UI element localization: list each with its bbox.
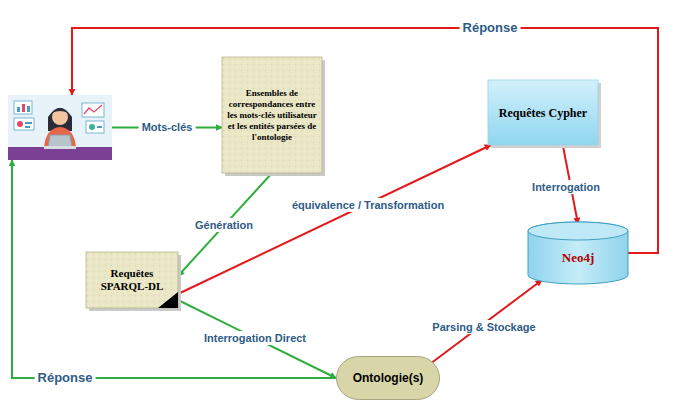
user-illustration: [8, 95, 112, 160]
node-text: Ontologie(s): [341, 371, 435, 385]
ellipse-fill: [337, 357, 440, 400]
edge-label: Réponse: [460, 21, 521, 35]
edge-label: Interrogation Direct: [201, 331, 309, 345]
edge-label: Réponse: [35, 371, 96, 385]
arrow-connector: [12, 160, 336, 378]
node-text: Neo4j: [533, 250, 623, 266]
query-box: Requêtes SPARQL-DL: [86, 252, 178, 308]
node-text: Requêtes Cypher: [493, 106, 593, 120]
arrow-connector: [430, 280, 542, 364]
query-box: Requêtes Cypher: [488, 80, 598, 145]
corner-triangle: [158, 292, 178, 308]
edge-label: Génération: [192, 218, 256, 232]
paper-fill: [222, 57, 322, 173]
user-drawing: [8, 95, 112, 160]
arrow-connector: [178, 300, 336, 378]
edge-label: Mots-clés: [139, 120, 196, 134]
edge-label: Parsing & Stockage: [429, 320, 538, 334]
ontology-ellipse: Ontologie(s): [336, 356, 440, 400]
edge-label: Interrogation: [529, 180, 603, 194]
edge-label: équivalence / Transformation: [289, 198, 447, 212]
user-illustration-shape: [8, 95, 112, 160]
cylinder-top: [528, 222, 628, 240]
arrow-connector: [178, 173, 272, 276]
arrow-connector: [72, 28, 658, 253]
box-fill: [488, 80, 598, 145]
node-text: Requêtes SPARQL-DL: [91, 267, 173, 293]
node-text: Ensembles de correspondances entre les m…: [227, 88, 317, 143]
mapping-box: Ensembles de correspondances entre les m…: [222, 57, 322, 173]
paper-fill: [86, 252, 178, 308]
database-cylinder: Neo4j: [528, 222, 628, 284]
cylinder-body: [528, 222, 628, 284]
